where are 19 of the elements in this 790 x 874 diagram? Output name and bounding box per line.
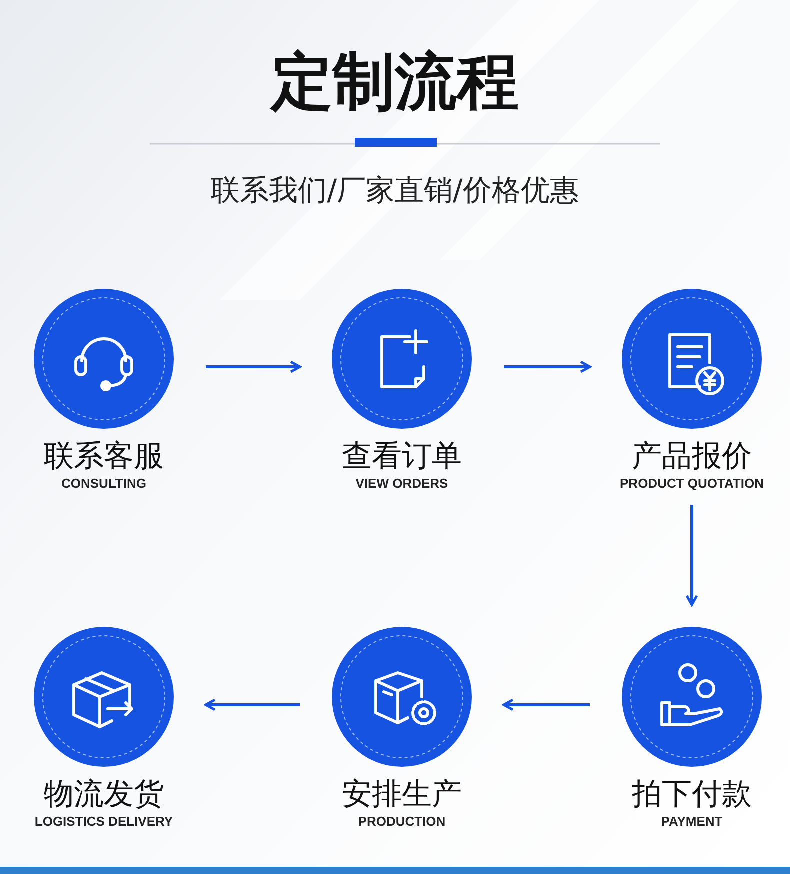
- step-label: 物流发货: [44, 777, 164, 813]
- arrow: [686, 505, 698, 606]
- step-subtitle: LOGISTICS DELIVERY: [34, 813, 174, 831]
- step-label: 联系客服: [44, 439, 164, 475]
- arrow: [206, 360, 302, 374]
- step-label: 查看订单: [342, 439, 462, 475]
- step-label: 安排生产: [342, 777, 462, 813]
- step-subtitle: PRODUCTION: [358, 813, 446, 831]
- step-subtitle: PRODUCT QUOTATION: [620, 475, 764, 493]
- arrow: [502, 698, 590, 712]
- step-subtitle: VIEW ORDERS: [356, 475, 448, 493]
- step-label: 产品报价: [632, 439, 752, 475]
- title: 定制流程: [268, 44, 520, 120]
- arrow: [504, 360, 592, 374]
- arrow: [204, 698, 300, 712]
- step-label: 拍下付款: [632, 777, 752, 813]
- subtitle: 联系我们/厂家直销/价格优惠: [210, 172, 580, 209]
- step-subtitle: PAYMENT: [661, 813, 723, 831]
- step-subtitle: CONSULTING: [62, 475, 146, 493]
